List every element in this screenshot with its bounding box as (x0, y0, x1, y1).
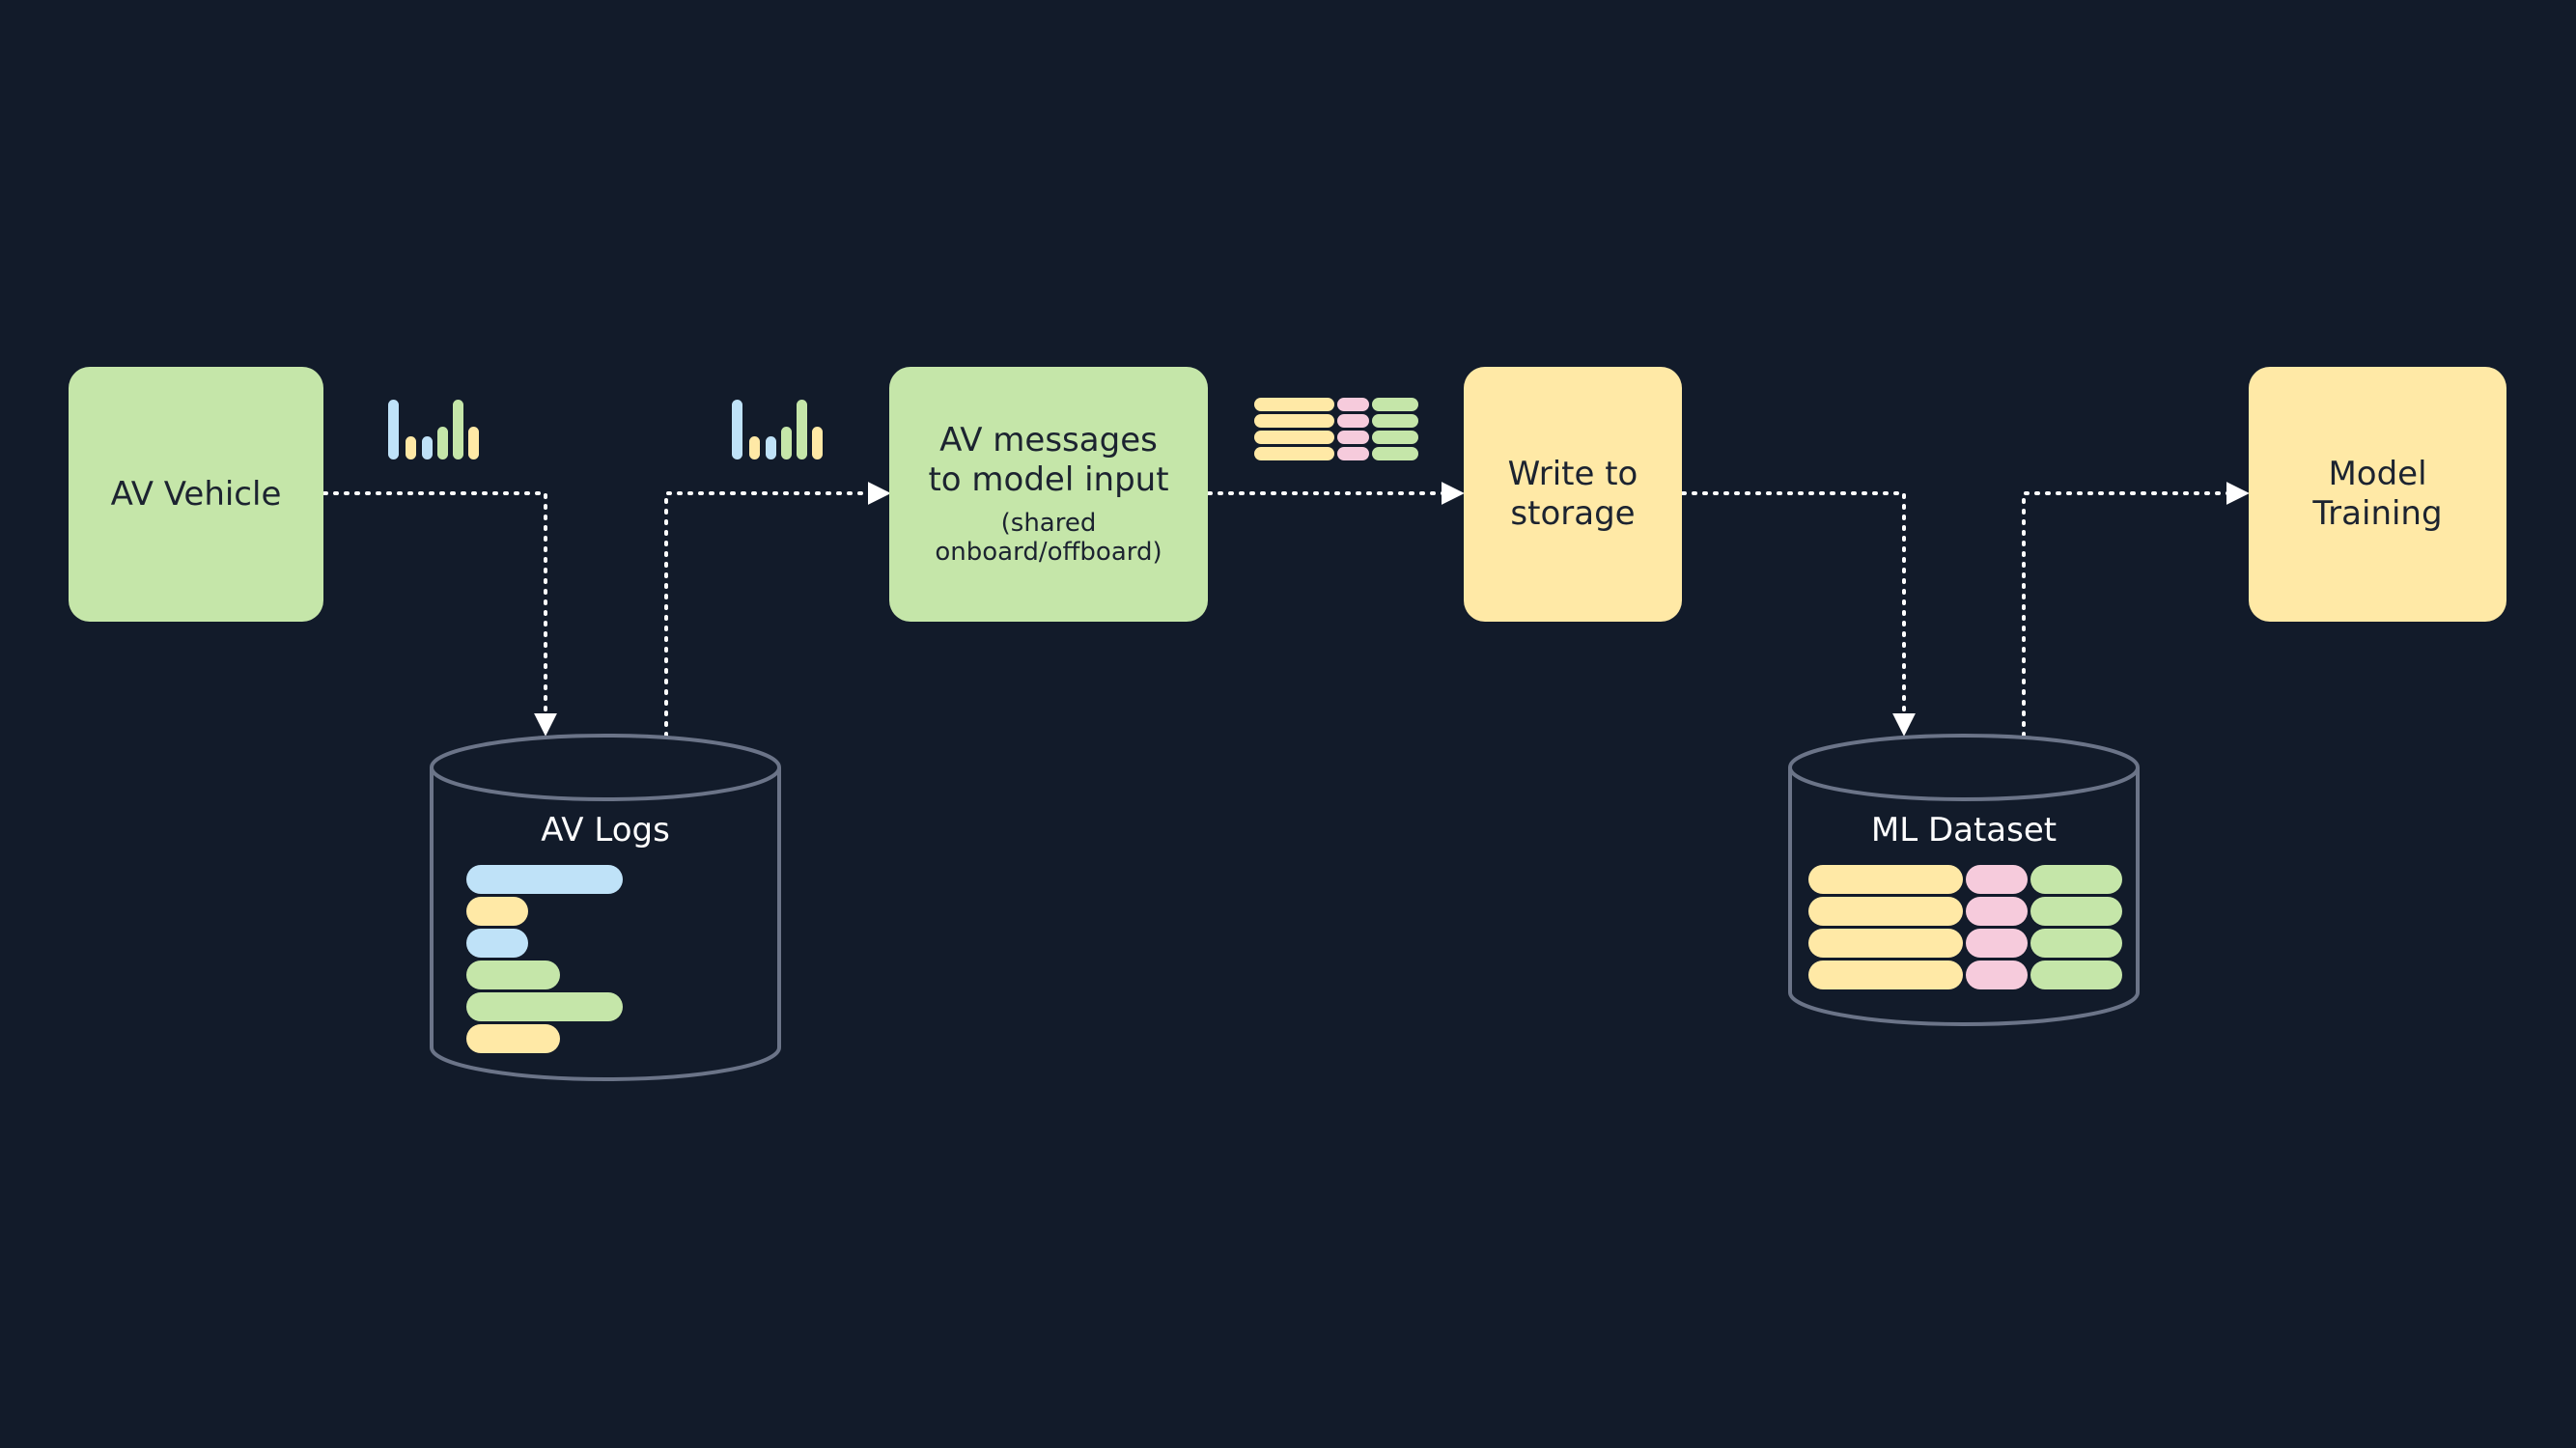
table-rows-icon (1254, 398, 1418, 460)
av-logs-cylinder (430, 734, 781, 1081)
node-write-to-storage-label: Write to storage (1507, 455, 1638, 533)
connector-dataset-to-training (2022, 482, 2250, 738)
ml-dataset-table-icon (1808, 865, 2122, 989)
connector-storage-to-dataset (1681, 491, 1916, 737)
node-av-messages-sublabel: (shared onboard/offboard) (935, 508, 1162, 567)
ml-dataset-label: ML Dataset (1870, 811, 2058, 849)
node-av-messages-label: AV messages to model input (928, 421, 1169, 500)
node-write-to-storage: Write to storage (1464, 367, 1682, 622)
bar-chart-stream-icon (388, 400, 479, 459)
av-logs-bars-icon (466, 865, 623, 1053)
connector-vehicle-to-logs (322, 491, 557, 737)
bar-chart-stream-icon (732, 400, 823, 459)
node-av-vehicle: AV Vehicle (69, 367, 323, 622)
node-model-training: Model Training (2249, 367, 2506, 622)
connector-logs-to-messages (664, 482, 891, 738)
ml-dataset-cylinder (1788, 734, 2140, 1026)
node-av-vehicle-label: AV Vehicle (110, 474, 282, 514)
av-logs-label: AV Logs (541, 811, 670, 849)
node-model-training-label: Model Training (2312, 455, 2443, 533)
node-av-messages: AV messages to model input (shared onboa… (889, 367, 1208, 622)
